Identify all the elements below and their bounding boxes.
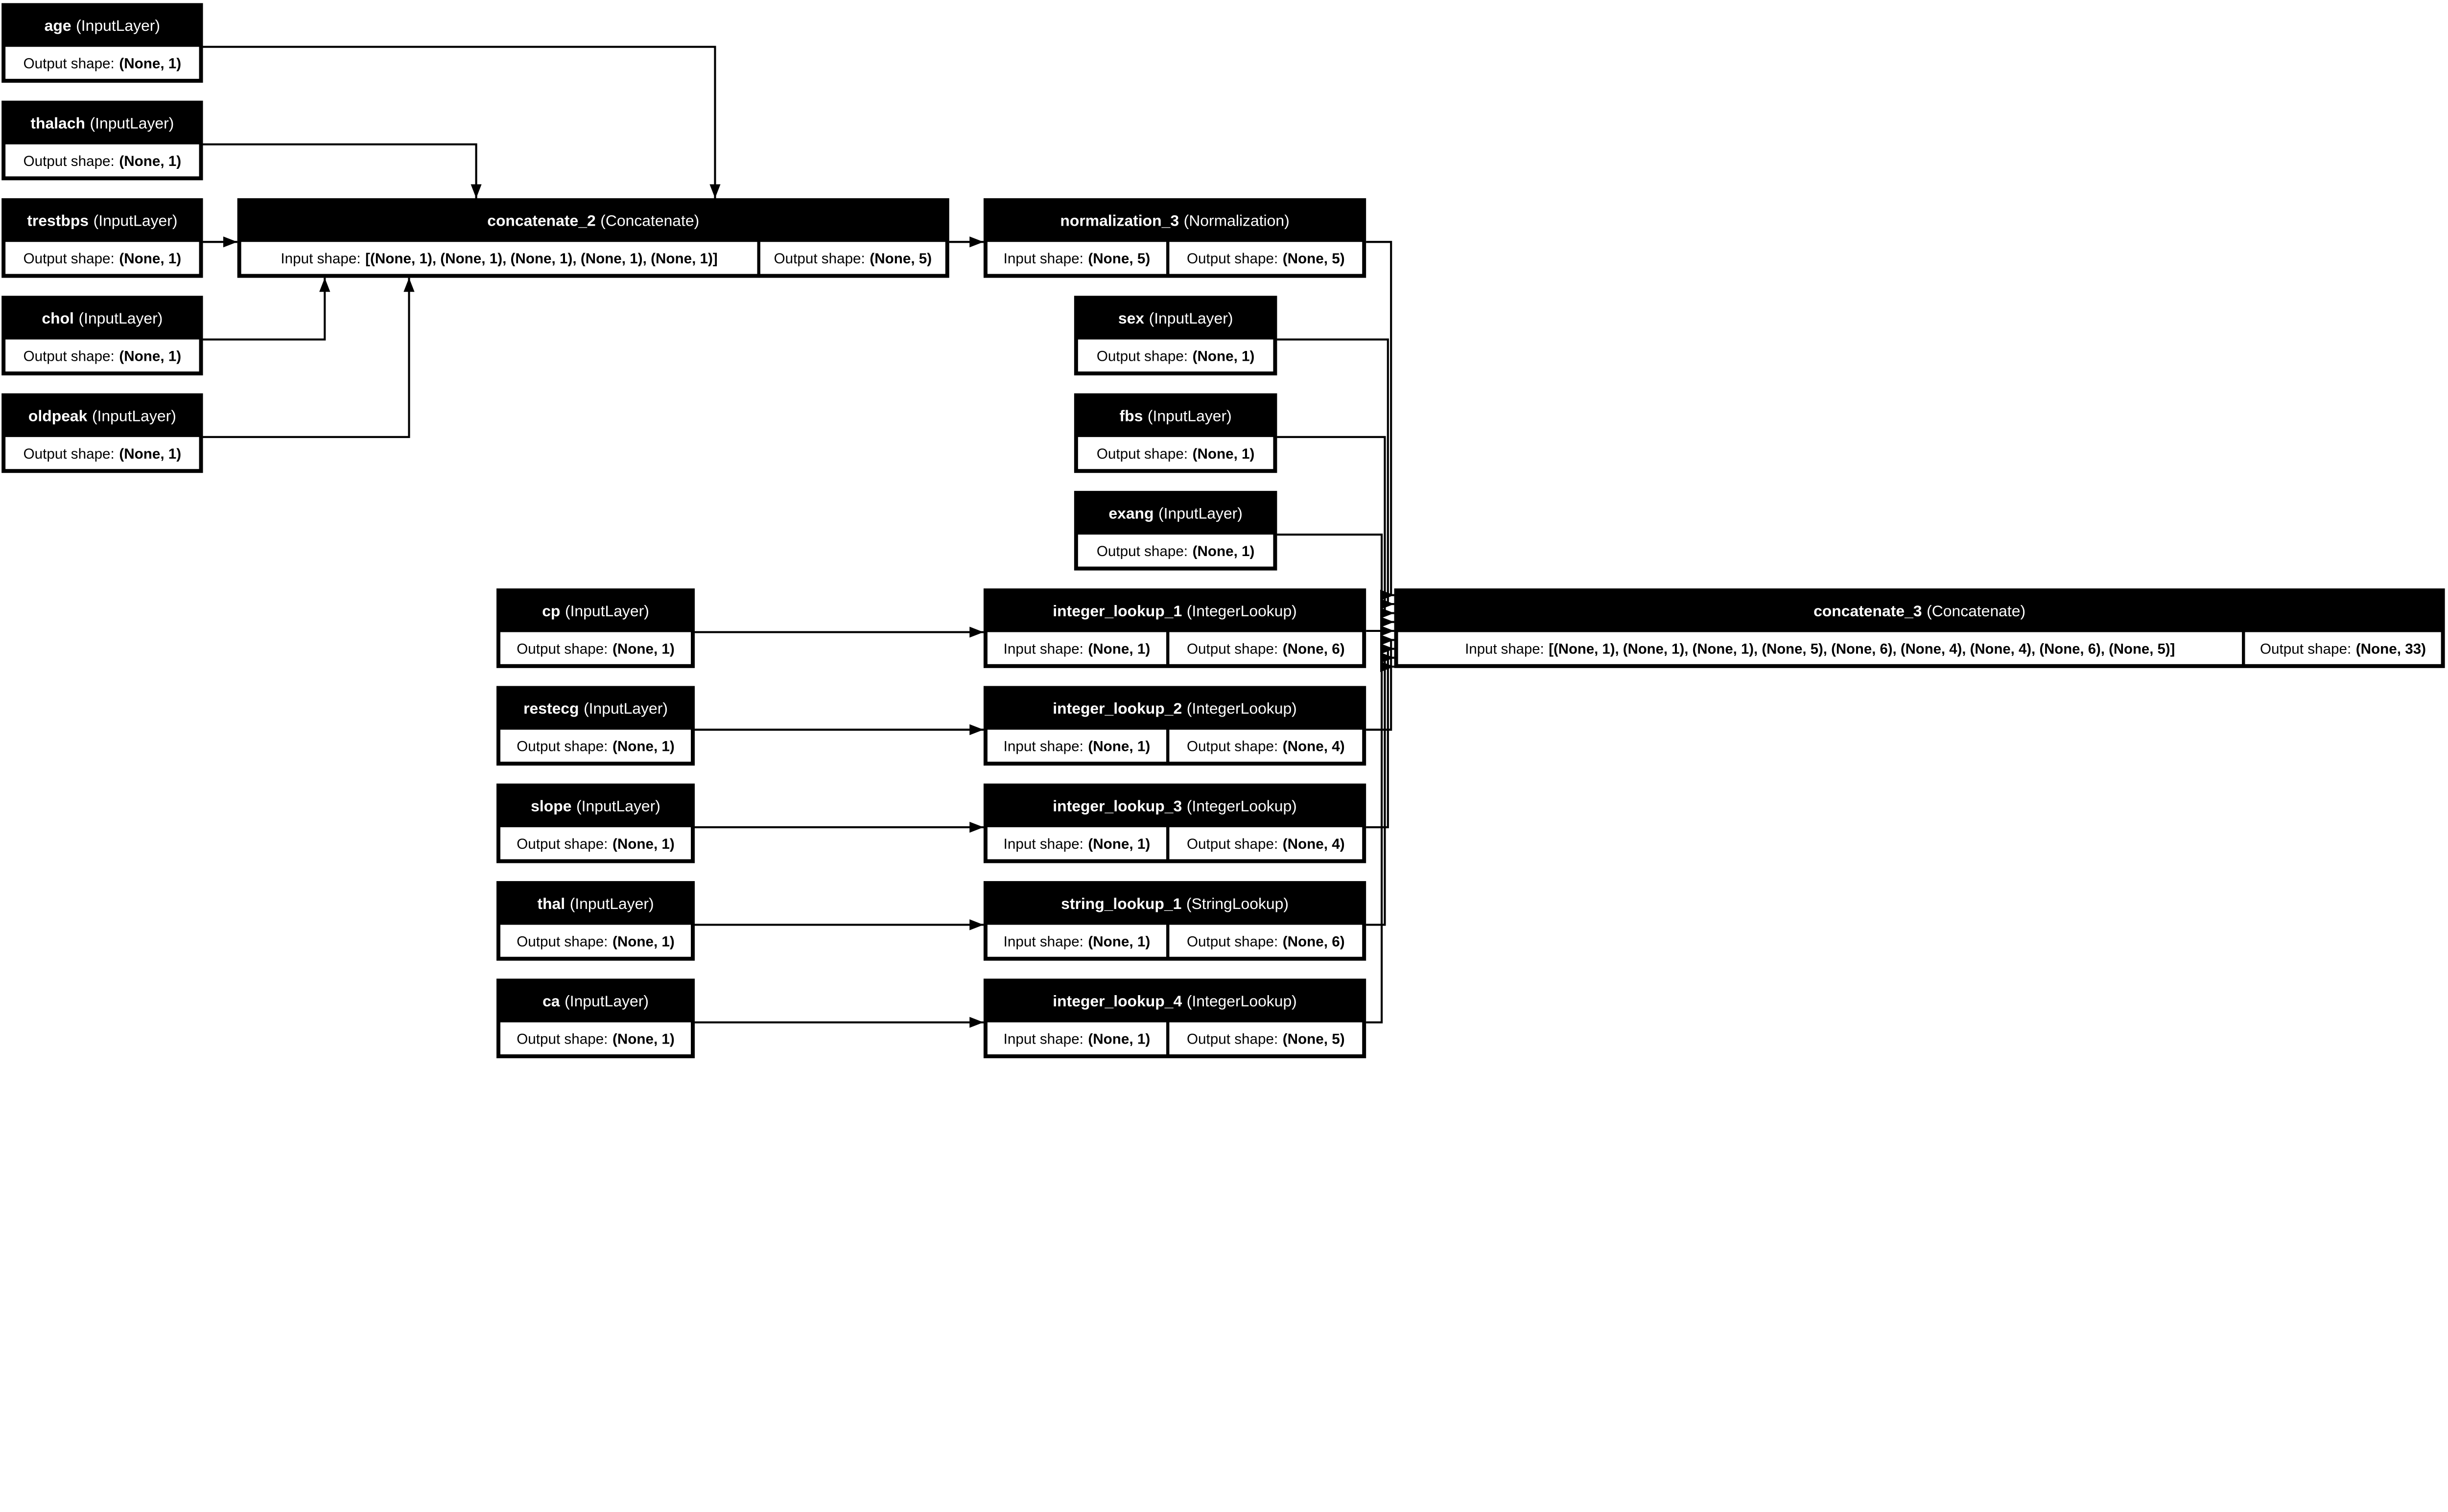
- node-oldpeak: oldpeak(InputLayer) Output shape:(None, …: [1, 393, 203, 473]
- svg-text:Output shape:(None, 1): Output shape:(None, 1): [517, 1031, 675, 1047]
- svg-text:age(InputLayer): age(InputLayer): [45, 17, 160, 34]
- node-string_lookup_1: string_lookup_1(StringLookup) Input shap…: [983, 881, 1366, 961]
- svg-text:Output shape:(None, 1): Output shape:(None, 1): [1097, 543, 1255, 559]
- node-exang: exang(InputLayer) Output shape:(None, 1): [1074, 490, 1277, 571]
- svg-text:thal(InputLayer): thal(InputLayer): [537, 895, 654, 912]
- svg-text:Input shape:(None, 5): Input shape:(None, 5): [1004, 251, 1151, 267]
- svg-text:Output shape:(None, 5): Output shape:(None, 5): [1187, 1031, 1345, 1047]
- svg-text:Output shape:(None, 1): Output shape:(None, 1): [1097, 349, 1255, 365]
- svg-text:integer_lookup_1(IntegerLookup: integer_lookup_1(IntegerLookup): [1053, 602, 1297, 620]
- svg-text:slope(InputLayer): slope(InputLayer): [531, 797, 660, 815]
- svg-text:Output shape:(None, 6): Output shape:(None, 6): [1187, 641, 1345, 657]
- node-sex: sex(InputLayer) Output shape:(None, 1): [1074, 296, 1277, 375]
- svg-text:Input shape:(None, 1): Input shape:(None, 1): [1004, 739, 1151, 755]
- edge-oldpeak-concatenate_2: [203, 278, 415, 438]
- node-ca: ca(InputLayer) Output shape:(None, 1): [496, 978, 695, 1058]
- node-integer_lookup_3: integer_lookup_3(IntegerLookup) Input sh…: [983, 783, 1366, 863]
- svg-text:Input shape:(None, 1): Input shape:(None, 1): [1004, 933, 1151, 950]
- node-integer_lookup_1: integer_lookup_1(IntegerLookup) Input sh…: [983, 588, 1366, 668]
- edge-chol-concatenate_2: [203, 278, 330, 341]
- edge-fbs-concatenate_3: [1277, 436, 1394, 619]
- svg-text:Input shape:[(None, 1), (None,: Input shape:[(None, 1), (None, 1), (None…: [281, 251, 717, 267]
- node-integer_lookup_4: integer_lookup_4(IntegerLookup) Input sh…: [983, 978, 1366, 1058]
- edge-age-concatenate_2: [203, 46, 721, 198]
- svg-text:Output shape:(None, 6): Output shape:(None, 6): [1187, 933, 1345, 950]
- node-thalach: thalach(InputLayer) Output shape:(None, …: [1, 100, 203, 181]
- node-slope: slope(InputLayer) Output shape:(None, 1): [496, 783, 695, 863]
- diagram-canvas: age(InputLayer) Output shape:(None, 1) t…: [1, 3, 2445, 1058]
- svg-text:integer_lookup_3(IntegerLookup: integer_lookup_3(IntegerLookup): [1053, 797, 1297, 815]
- svg-text:Output shape:(None, 1): Output shape:(None, 1): [24, 251, 182, 267]
- svg-text:Output shape:(None, 4): Output shape:(None, 4): [1187, 739, 1345, 755]
- node-chol: chol(InputLayer) Output shape:(None, 1): [1, 296, 203, 375]
- svg-text:Output shape:(None, 1): Output shape:(None, 1): [517, 739, 675, 755]
- edge-exang-concatenate_3: [1277, 534, 1394, 628]
- node-restecg: restecg(InputLayer) Output shape:(None, …: [496, 686, 695, 766]
- svg-text:Output shape:(None, 1): Output shape:(None, 1): [24, 153, 182, 169]
- svg-text:chol(InputLayer): chol(InputLayer): [42, 309, 163, 327]
- edges-layer: [203, 46, 1394, 1028]
- svg-text:integer_lookup_4(IntegerLookup: integer_lookup_4(IntegerLookup): [1053, 992, 1297, 1010]
- model-architecture-diagram: age(InputLayer) Output shape:(None, 1) t…: [1, 3, 2445, 1058]
- svg-text:Output shape:(None, 4): Output shape:(None, 4): [1187, 836, 1345, 852]
- svg-text:Output shape:(None, 33): Output shape:(None, 33): [2260, 641, 2426, 657]
- svg-text:Output shape:(None, 1): Output shape:(None, 1): [1097, 446, 1255, 462]
- svg-text:cp(InputLayer): cp(InputLayer): [542, 602, 649, 620]
- edge-thalach-concatenate_2: [203, 143, 482, 198]
- svg-text:Input shape:(None, 1): Input shape:(None, 1): [1004, 641, 1151, 657]
- svg-text:trestbps(InputLayer): trestbps(InputLayer): [27, 212, 177, 230]
- svg-text:Output shape:(None, 1): Output shape:(None, 1): [517, 933, 675, 950]
- node-age: age(InputLayer) Output shape:(None, 1): [1, 3, 203, 83]
- svg-text:Output shape:(None, 1): Output shape:(None, 1): [517, 836, 675, 852]
- svg-text:concatenate_2(Concatenate): concatenate_2(Concatenate): [487, 212, 699, 230]
- svg-text:Output shape:(None, 1): Output shape:(None, 1): [517, 641, 675, 657]
- svg-text:Output shape:(None, 1): Output shape:(None, 1): [24, 446, 182, 462]
- node-thal: thal(InputLayer) Output shape:(None, 1): [496, 881, 695, 961]
- svg-text:Output shape:(None, 5): Output shape:(None, 5): [1187, 251, 1345, 267]
- node-concatenate_2: concatenate_2(Concatenate) Input shape:[…: [237, 198, 949, 278]
- svg-text:integer_lookup_2(IntegerLookup: integer_lookup_2(IntegerLookup): [1053, 699, 1297, 717]
- svg-text:string_lookup_1(StringLookup): string_lookup_1(StringLookup): [1061, 895, 1289, 912]
- node-normalization_3: normalization_3(Normalization) Input sha…: [983, 198, 1366, 278]
- node-concatenate_3: concatenate_3(Concatenate) Input shape:[…: [1394, 588, 2445, 668]
- node-trestbps: trestbps(InputLayer) Output shape:(None,…: [1, 198, 203, 278]
- svg-text:concatenate_3(Concatenate): concatenate_3(Concatenate): [1813, 602, 2025, 620]
- node-cp: cp(InputLayer) Output shape:(None, 1): [496, 588, 695, 668]
- svg-text:fbs(InputLayer): fbs(InputLayer): [1120, 407, 1232, 424]
- edge-integer_lookup_2-concatenate_3: [1366, 634, 1394, 731]
- edge-sex-concatenate_3: [1277, 338, 1394, 610]
- svg-text:sex(InputLayer): sex(InputLayer): [1118, 309, 1233, 327]
- svg-text:ca(InputLayer): ca(InputLayer): [542, 992, 649, 1010]
- edge-normalization_3-concatenate_3: [1366, 241, 1394, 601]
- node-fbs: fbs(InputLayer) Output shape:(None, 1): [1074, 393, 1277, 473]
- svg-text:Output shape:(None, 1): Output shape:(None, 1): [24, 56, 182, 72]
- svg-text:oldpeak(InputLayer): oldpeak(InputLayer): [28, 407, 176, 424]
- svg-text:Output shape:(None, 5): Output shape:(None, 5): [774, 251, 932, 267]
- svg-text:Input shape:[(None, 1), (None,: Input shape:[(None, 1), (None, 1), (None…: [1465, 641, 2175, 657]
- node-integer_lookup_2: integer_lookup_2(IntegerLookup) Input sh…: [983, 686, 1366, 766]
- svg-text:Output shape:(None, 1): Output shape:(None, 1): [24, 349, 182, 365]
- edge-integer_lookup_4-concatenate_3: [1366, 661, 1394, 1024]
- svg-text:Input shape:(None, 1): Input shape:(None, 1): [1004, 1031, 1151, 1047]
- svg-text:restecg(InputLayer): restecg(InputLayer): [523, 699, 668, 717]
- edge-integer_lookup_3-concatenate_3: [1366, 643, 1394, 829]
- edge-string_lookup_1-concatenate_3: [1366, 652, 1394, 926]
- svg-text:normalization_3(Normalization): normalization_3(Normalization): [1060, 212, 1289, 230]
- svg-text:Input shape:(None, 1): Input shape:(None, 1): [1004, 836, 1151, 852]
- svg-text:exang(InputLayer): exang(InputLayer): [1108, 505, 1243, 522]
- svg-text:thalach(InputLayer): thalach(InputLayer): [30, 114, 174, 132]
